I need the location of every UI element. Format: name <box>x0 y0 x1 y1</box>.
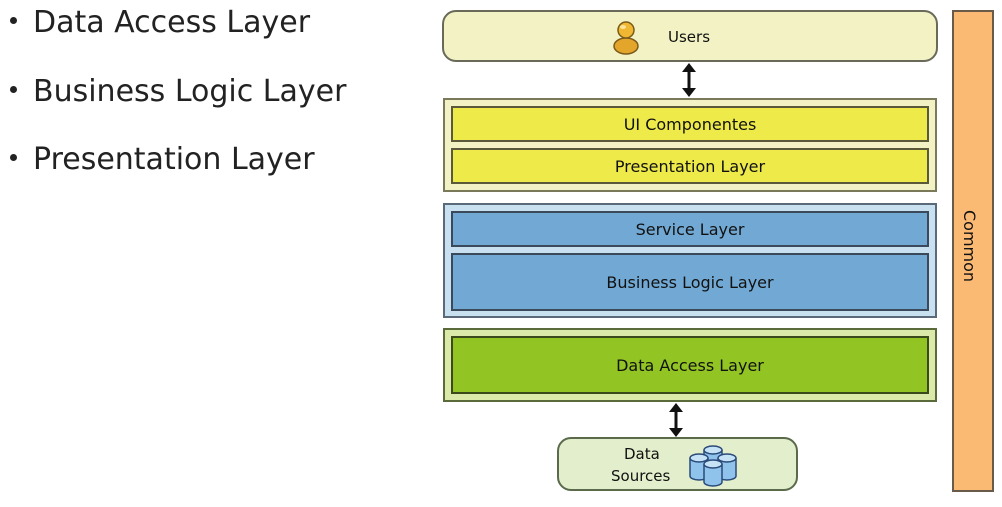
bullet-text: Data Access Layer <box>33 5 311 40</box>
bullet-dot <box>10 17 17 24</box>
data-sources-label-line1: Data <box>624 445 660 463</box>
bullet-text: Presentation Layer <box>33 142 315 177</box>
ui-components-box: UI Componentes <box>451 106 929 142</box>
users-box <box>442 10 938 62</box>
bullet-dot <box>10 86 17 93</box>
bullet-dot <box>10 154 17 161</box>
business-logic-layer-box: Business Logic Layer <box>451 253 929 311</box>
data-access-layer-box: Data Access Layer <box>451 336 929 394</box>
bullet-text: Business Logic Layer <box>33 74 347 109</box>
users-label: Users <box>668 28 711 46</box>
presentation-layer-box: Presentation Layer <box>451 148 929 184</box>
common-label: Common <box>960 210 979 283</box>
bullet-item: Data Access Layer <box>10 3 310 43</box>
service-layer-box: Service Layer <box>451 211 929 247</box>
common-bar <box>952 10 994 492</box>
data-sources-label-line2: Sources <box>611 467 671 485</box>
data-sources-box <box>557 437 798 491</box>
bullet-item: Business Logic Layer <box>10 72 346 112</box>
bullet-item: Presentation Layer <box>10 140 315 180</box>
